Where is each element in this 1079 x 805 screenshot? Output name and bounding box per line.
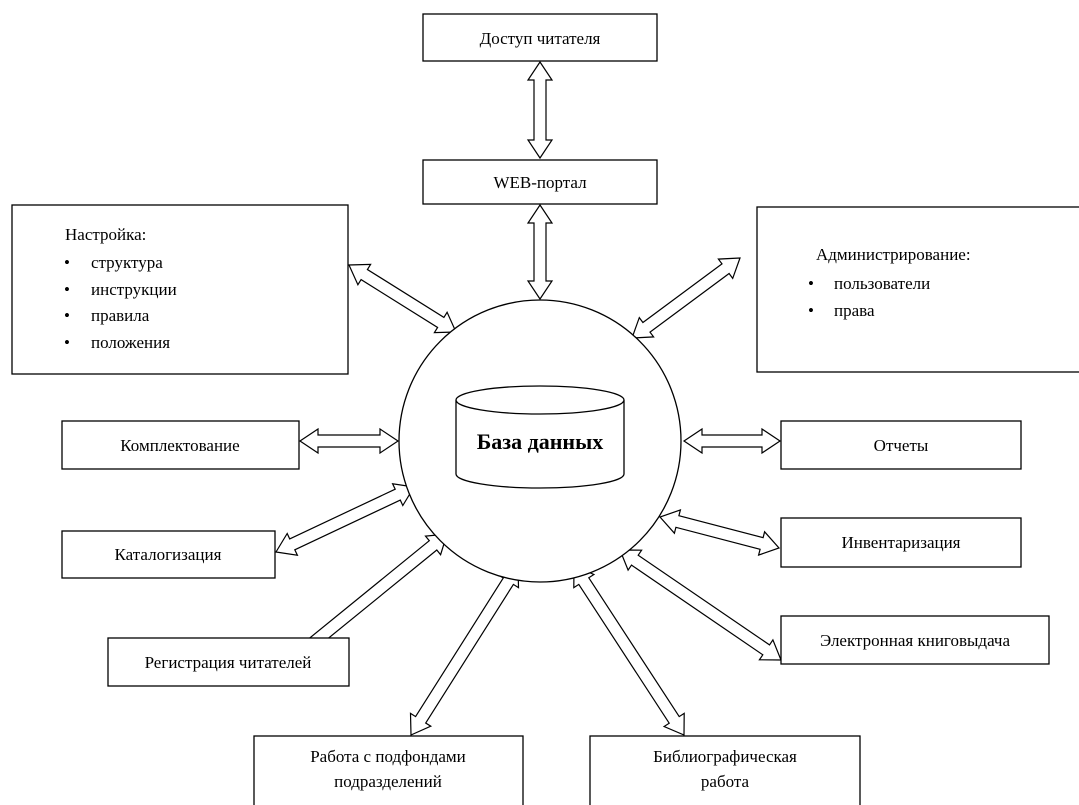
settings-item-regulations: положения xyxy=(91,333,170,352)
web-portal-label: WEB-портал xyxy=(493,173,587,192)
administration-title: Администрирование: xyxy=(816,245,971,264)
settings-item-structure: структура xyxy=(91,253,163,272)
acquisition-label: Комплектование xyxy=(120,436,239,455)
database-label: База данных xyxy=(477,429,604,454)
settings-box: Настройка: • структура • инструкции • пр… xyxy=(11,204,349,375)
subfunds-label-line2: подразделений xyxy=(334,772,442,791)
reader-registration-box: Регистрация читателей xyxy=(107,637,350,687)
reports-label: Отчеты xyxy=(874,436,929,455)
arrow-circulation-database xyxy=(619,549,782,661)
bibliography-label-line1: Библиографическая xyxy=(653,747,797,766)
cataloging-box: Каталогизация xyxy=(61,530,276,579)
arrow-bibliography-database xyxy=(573,565,685,736)
settings-title: Настройка: xyxy=(65,225,146,244)
inventory-box: Инвентаризация xyxy=(780,517,1022,568)
administration-item-rights: права xyxy=(834,301,875,320)
cataloging-label: Каталогизация xyxy=(115,545,222,564)
reports-box: Отчеты xyxy=(780,420,1022,470)
inventory-label: Инвентаризация xyxy=(842,533,961,552)
settings-item-rules: правила xyxy=(91,306,150,325)
arrow-subfunds-database xyxy=(409,565,520,736)
settings-bullet-2: • xyxy=(64,280,70,299)
arrow-settings-database xyxy=(348,263,457,334)
arrow-reports-database xyxy=(682,427,782,455)
settings-bullet-4: • xyxy=(64,333,70,352)
administration-bullet-1: • xyxy=(808,274,814,293)
arrow-cataloging-database xyxy=(275,483,415,556)
reader-access-label: Доступ читателя xyxy=(480,29,601,48)
administration-box: Администрирование: • пользователи • прав… xyxy=(756,206,1079,373)
arrow-inventory-database xyxy=(658,508,781,557)
bibliography-label-line2: работа xyxy=(701,772,750,791)
settings-bullet-3: • xyxy=(64,306,70,325)
bibliography-box: Библиографическая работа xyxy=(589,735,861,805)
subfunds-box: Работа с подфондами подразделений xyxy=(253,735,524,805)
arrow-web-portal-database xyxy=(526,203,554,301)
acquisition-box: Комплектование xyxy=(61,420,300,470)
reader-registration-label: Регистрация читателей xyxy=(145,653,312,672)
settings-bullet-1: • xyxy=(64,253,70,272)
administration-bullet-2: • xyxy=(808,301,814,320)
database-cylinder-icon xyxy=(455,385,625,489)
arrow-reader-access-web-portal xyxy=(526,60,554,160)
arrow-administration-database xyxy=(631,257,741,339)
connector-arrows xyxy=(275,60,782,736)
circulation-box: Электронная книговыдача xyxy=(780,615,1050,665)
web-portal-box: WEB-портал xyxy=(422,159,658,205)
subfunds-label-line1: Работа с подфондами xyxy=(310,747,466,766)
circulation-label: Электронная книговыдача xyxy=(820,631,1011,650)
reader-access-box: Доступ читателя xyxy=(422,13,658,62)
settings-item-instructions: инструкции xyxy=(91,280,177,299)
arrow-acquisition-database xyxy=(298,427,400,455)
administration-item-users: пользователи xyxy=(834,274,930,293)
